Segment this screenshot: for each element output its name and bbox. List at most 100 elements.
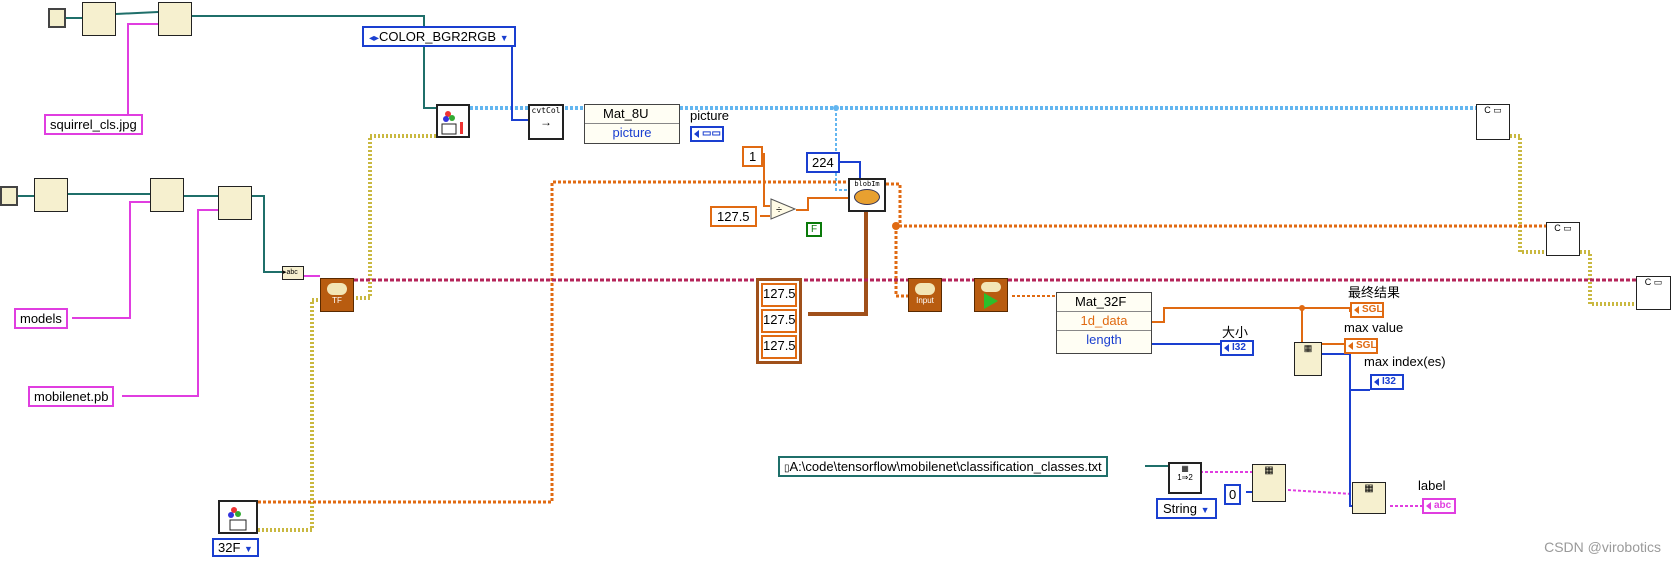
string-type-ring[interactable]: String ▼ (1156, 498, 1217, 519)
build-path-vi-5[interactable] (218, 186, 252, 220)
junction-1d (1299, 305, 1305, 311)
ref-wire-right (1510, 134, 1548, 254)
mean-value-0[interactable]: 127.5 (761, 283, 797, 307)
forward-node[interactable] (974, 278, 1008, 312)
mat32f-field-length[interactable]: length (1086, 332, 1122, 347)
input-label: Input (916, 296, 934, 305)
tf-label: TF (332, 296, 342, 305)
color-code-ring[interactable]: ◂▸COLOR_BGR2RGB ▼ (362, 26, 516, 47)
string-wire-image (120, 23, 158, 125)
read-tf-net-node[interactable]: TF (320, 278, 354, 312)
chevron-down-icon-2: ▼ (1200, 505, 1210, 515)
set-input-node[interactable]: Input (908, 278, 942, 312)
final-result-label: 最终结果 (1348, 285, 1401, 300)
final-result-indicator[interactable]: SGL (1350, 302, 1384, 318)
mean-value-1[interactable]: 127.5 (761, 309, 797, 333)
net-icon (327, 283, 347, 295)
float-wire-blob (886, 182, 1548, 228)
build-path-vi-2[interactable] (158, 2, 192, 36)
mean-values-array[interactable]: 127.5 127.5 127.5 (756, 278, 802, 364)
int-wire-size (838, 161, 861, 178)
array-max-min-vi[interactable]: ▦ (1294, 342, 1322, 376)
release-vi-1[interactable]: C ▭ (1476, 104, 1510, 140)
chevron-down-icon-3: ▼ (244, 544, 253, 554)
mat8u-unbundle[interactable]: Mat_8U picture (584, 104, 680, 144)
imread-vi[interactable] (436, 104, 470, 138)
read-spreadsheet-vi[interactable]: ▦1⇒2 (1168, 462, 1202, 494)
label-indicator-label: label (1418, 478, 1446, 493)
net-icon-2 (915, 283, 935, 295)
release-vi-2[interactable]: C ▭ (1546, 222, 1580, 256)
max-index-label: max index(es) (1364, 354, 1446, 369)
path-wire-tostr (250, 195, 282, 273)
release-vi-3[interactable]: C ▭ (1636, 276, 1671, 310)
divide-icon: ÷ (776, 204, 782, 216)
label-indicator[interactable]: abc (1422, 498, 1456, 514)
picture-indicator-label: picture (690, 108, 730, 123)
ref-wire-right-2 (1580, 250, 1636, 306)
watermark: CSDN @virobotics (1544, 539, 1661, 555)
image-path-constant[interactable]: squirrel_cls.jpg (44, 114, 143, 135)
cvtcolor-vi[interactable]: cvtCol → (528, 104, 564, 140)
blob-label: blobIm (854, 180, 880, 188)
max-index-indicator[interactable]: I32 (1370, 374, 1404, 390)
picture-indicator-icon: ▭▭ (702, 128, 721, 139)
divide-node[interactable]: ÷ (770, 198, 796, 220)
string-wire-pb (122, 209, 218, 397)
ref-wire-32f (258, 298, 322, 532)
picture-indicator[interactable]: ▭▭ (690, 126, 724, 142)
chevron-down-icon: ▼ (499, 33, 509, 43)
image-wire-drop (835, 108, 848, 191)
mat32f-field-1d-data[interactable]: 1d_data (1057, 312, 1151, 331)
mat8u-type: Mat_8U (585, 105, 679, 124)
one-constant[interactable]: 1 (742, 146, 764, 167)
build-path-vi-3[interactable] (34, 178, 68, 212)
cvtcolor-arrow-icon: → (540, 115, 552, 129)
mat-type-ring[interactable]: 32F ▼ (212, 538, 259, 557)
scale-constant[interactable]: 127.5 (710, 206, 757, 227)
string-wire-models (72, 201, 150, 319)
blob-from-image-vi[interactable]: blobIm (848, 178, 886, 212)
spreadsheet-icon: ▦1⇒2 (1177, 464, 1193, 482)
path-wire-top-2 (115, 11, 159, 15)
classes-path-constant[interactable]: ▯A:\code\tensorflow\mobilenet\classifica… (778, 456, 1108, 477)
index-array-vi-2[interactable]: ▦ (1352, 482, 1386, 514)
path-icon: ▯ (784, 463, 790, 474)
mat8u-field-picture[interactable]: picture (612, 125, 652, 140)
float-wire-32f-loop (258, 180, 888, 504)
models-constant[interactable]: models (14, 308, 68, 329)
max-value-indicator[interactable]: SGL (1344, 338, 1378, 354)
path-to-string-vi[interactable]: ▸abc (282, 266, 304, 280)
ring-arrows-icon: ◂▸ (369, 33, 380, 44)
build-path-vi-4[interactable] (150, 178, 184, 212)
float-wire-1d (1152, 307, 1351, 323)
imread-icon (441, 111, 463, 135)
mat-create-icon (228, 507, 247, 531)
size-label: 大小 (1222, 325, 1249, 340)
play-icon (984, 293, 998, 309)
build-path-vi[interactable] (82, 2, 116, 36)
max-value-label: max value (1344, 320, 1404, 335)
cvtcolor-label: cvtCol (531, 106, 561, 115)
path-wire-image (190, 15, 436, 109)
size-constant[interactable]: 224 (806, 152, 840, 173)
float-wire-blob-down (894, 226, 908, 298)
float-wire-div (796, 197, 848, 211)
float-wire-mean (808, 208, 868, 316)
mat-create-vi[interactable] (218, 500, 258, 534)
false-constant[interactable]: F (806, 222, 823, 237)
junction-image (833, 105, 839, 111)
mat32f-unbundle[interactable]: Mat_32F 1d_data length (1056, 292, 1152, 354)
mean-value-2[interactable]: 127.5 (761, 335, 797, 359)
net-icon-3 (981, 282, 1001, 292)
blob-icon (854, 189, 880, 205)
junction-blob (892, 222, 900, 230)
index-array-vi[interactable]: ▦ (1252, 464, 1286, 502)
zero-index-constant[interactable]: 0 (1224, 484, 1242, 505)
int-wire-index (1320, 353, 1370, 391)
model-file-constant[interactable]: mobilenet.pb (28, 386, 115, 407)
path-constant-icon-2[interactable] (0, 186, 18, 206)
size-indicator[interactable]: I32 (1220, 340, 1254, 356)
path-constant-icon[interactable] (48, 8, 66, 28)
